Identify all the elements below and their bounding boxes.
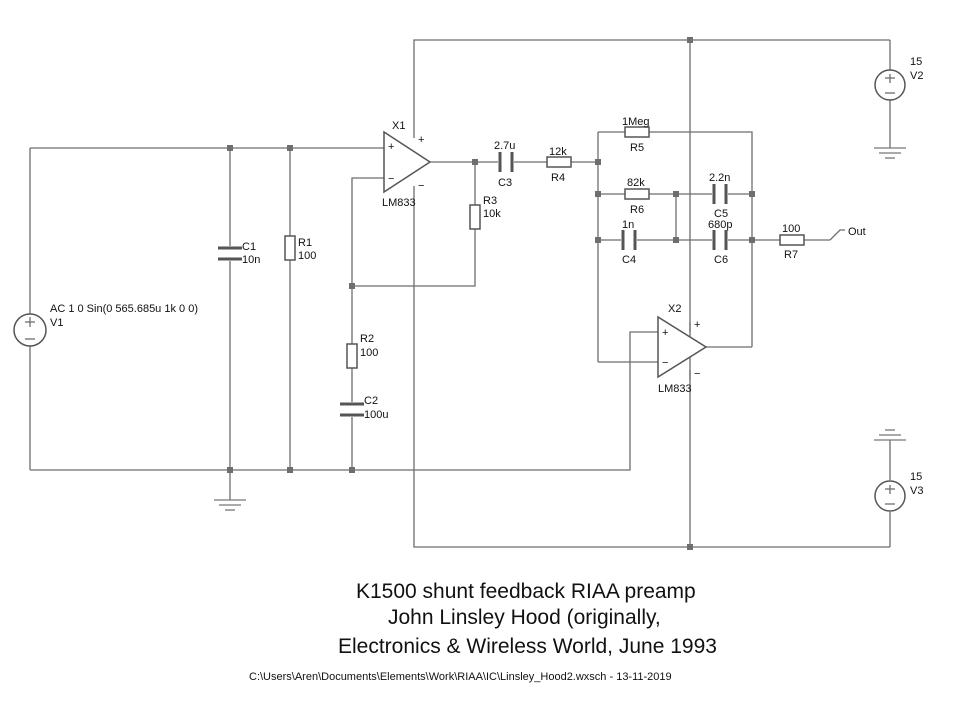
x2-supply-plus: +	[694, 319, 700, 331]
output-label: Out	[848, 226, 866, 238]
c1-ref: C1	[242, 241, 256, 253]
resistor-r3: R3 10k	[469, 195, 501, 230]
c6-ref: C6	[714, 254, 728, 266]
c6-value: 680p	[708, 219, 732, 231]
r4-ref: R4	[551, 172, 565, 184]
capacitor-c6: 680p C6	[708, 219, 732, 266]
x2-supply-minus: −	[694, 368, 700, 380]
v3-supply: 15 V3	[874, 471, 923, 512]
r3-value: 10k	[483, 208, 501, 220]
r5-ref: R5	[630, 142, 644, 154]
r2-ref: R2	[360, 333, 374, 345]
v1-source: AC 1 0 Sin(0 565.685u 1k 0 0) V1	[13, 303, 198, 347]
c4-value: 1n	[622, 219, 634, 231]
resistor-r6: 82k R6	[624, 177, 650, 216]
r3-ref: R3	[483, 195, 497, 207]
r7-ref: R7	[784, 249, 798, 261]
r1-ref: R1	[298, 237, 312, 249]
v1-source-text: AC 1 0 Sin(0 565.685u 1k 0 0)	[50, 303, 198, 315]
resistor-r4: 12k R4	[546, 146, 572, 184]
title-line-1: K1500 shunt feedback RIAA preamp	[356, 580, 696, 603]
v1-ref: V1	[50, 317, 63, 329]
capacitor-c1: C1 10n	[216, 241, 260, 266]
x2-ref: X2	[668, 303, 681, 315]
ground-symbol-v2	[874, 147, 906, 159]
c2-ref: C2	[364, 395, 378, 407]
x2-plus-sign: +	[662, 327, 668, 339]
r7-value: 100	[782, 223, 800, 235]
c2-value: 100u	[364, 409, 388, 421]
title-line-2: John Linsley Hood (originally,	[388, 606, 661, 629]
capacitor-c2: C2 100u	[338, 395, 388, 421]
file-path: C:\Users\Aren\Documents\Elements\Work\RI…	[249, 671, 672, 683]
capacitor-c5: 2.2n C5	[709, 172, 730, 220]
resistor-r1: R1 100	[284, 235, 316, 262]
resistor-r5: 1Meg R5	[622, 116, 650, 154]
capacitor-c4: 1n C4	[621, 219, 637, 266]
c4-ref: C4	[622, 254, 636, 266]
capacitor-c3: 2.7u C3	[494, 140, 515, 189]
c3-value: 2.7u	[494, 140, 515, 152]
v2-ref: V2	[910, 70, 923, 82]
v2-supply: 15 V2	[874, 56, 923, 101]
x1-minus-sign: −	[388, 173, 394, 185]
x2-minus-sign: −	[662, 357, 668, 369]
c5-value: 2.2n	[709, 172, 730, 184]
v3-value: 15	[910, 471, 922, 483]
r6-value: 82k	[627, 177, 645, 189]
r5-value: 1Meg	[622, 116, 650, 128]
x2-model: LM833	[658, 383, 692, 395]
junctions	[227, 37, 755, 550]
x1-ref: X1	[392, 120, 405, 132]
opamp-x2: + − + − X2 LM833	[657, 303, 708, 395]
ground-symbol-v3	[874, 429, 906, 441]
v3-ref: V3	[910, 485, 923, 497]
c1-value: 10n	[242, 254, 260, 266]
r4-value: 12k	[549, 146, 567, 158]
x1-model: LM833	[382, 197, 416, 209]
x1-supply-plus: +	[418, 134, 424, 146]
resistor-r7: 100 R7	[779, 223, 805, 261]
opamp-x1: + − + − X1 LM833	[382, 120, 432, 209]
x1-supply-minus: −	[418, 180, 424, 192]
ground-symbol-left	[214, 499, 246, 511]
title-line-3: Electronics & Wireless World, June 1993	[338, 635, 717, 658]
resistor-r2: R2 100	[346, 333, 378, 369]
r6-ref: R6	[630, 204, 644, 216]
c3-ref: C3	[498, 177, 512, 189]
r2-value: 100	[360, 347, 378, 359]
title-block: K1500 shunt feedback RIAA preamp John Li…	[338, 580, 717, 658]
c5-ref: C5	[714, 208, 728, 220]
wires	[29, 39, 891, 548]
r1-value: 100	[298, 250, 316, 262]
x1-plus-sign: +	[388, 141, 394, 153]
v2-value: 15	[910, 56, 922, 68]
